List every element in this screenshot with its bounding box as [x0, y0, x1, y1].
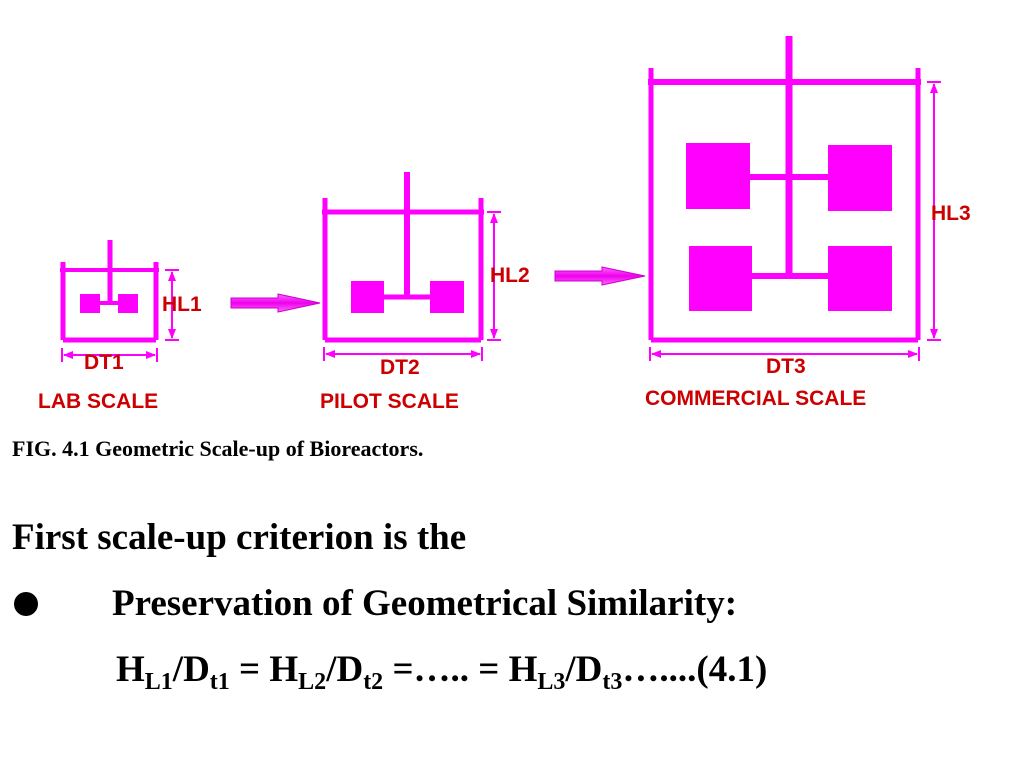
commercial-scale-label: COMMERCIAL SCALE: [645, 387, 866, 410]
dt1-dimension: [61, 348, 158, 362]
hl2-label: HL2: [490, 264, 530, 287]
eq-subscript: t3: [602, 669, 623, 695]
similarity-equation: HL1/Dt1 = HL2/Dt2 =….. = HL3/Dt3…....(4.…: [116, 648, 768, 694]
eq-subscript: L1: [144, 669, 173, 695]
eq-part: /D: [326, 649, 364, 690]
commercial-scale-vessel: [648, 36, 921, 343]
bullet-dot-icon: [14, 591, 38, 616]
figure-caption: FIG. 4.1 Geometric Scale-up of Bioreacto…: [12, 436, 424, 461]
hl2-dimension: [487, 211, 501, 341]
dt3-label: DT3: [766, 355, 806, 378]
impeller-blade: [686, 143, 750, 209]
hl1-label: HL1: [162, 293, 202, 316]
pilot-scale-label: PILOT SCALE: [320, 390, 459, 413]
hl3-dimension: [927, 81, 941, 341]
hl1-dimension: [165, 269, 179, 341]
eq-part: H: [116, 649, 145, 690]
eq-part: = H: [229, 649, 299, 690]
impeller-blade: [828, 246, 892, 311]
impeller-blade: [118, 294, 138, 313]
impeller-blade: [689, 246, 752, 311]
criterion-heading: First scale-up criterion is the: [12, 517, 467, 558]
scale-up-diagram: HL1 DT1 LAB SCALE HL2 DT2 PILOT: [38, 36, 971, 413]
pilot-scale-vessel: [322, 172, 484, 343]
bullet-item: Preservation of Geometrical Similarity:: [14, 582, 737, 625]
dt2-label: DT2: [380, 356, 420, 379]
eq-part: =….. = H: [383, 649, 538, 690]
bullet-item-text: Preservation of Geometrical Similarity:: [112, 583, 738, 624]
eq-subscript: t2: [363, 669, 384, 695]
eq-subscript: t1: [209, 669, 230, 695]
eq-part: /D: [565, 649, 603, 690]
impeller-blade: [351, 281, 384, 313]
hl3-label: HL3: [931, 202, 971, 225]
eq-subscript: L2: [298, 669, 327, 695]
eq-part: /D: [172, 649, 210, 690]
impeller-blade: [430, 281, 464, 313]
scale-arrow-2: [554, 266, 646, 286]
lab-scale-label: LAB SCALE: [38, 390, 158, 413]
dt3-dimension: [649, 347, 920, 361]
dt2-dimension: [323, 347, 483, 361]
eq-subscript: L3: [537, 669, 566, 695]
impeller-blade: [80, 294, 100, 313]
eq-part: …....(4.1): [622, 649, 768, 690]
lab-scale-vessel: [60, 240, 159, 343]
dt1-label: DT1: [84, 351, 124, 374]
impeller-blade: [828, 145, 892, 211]
scale-arrow-1: [230, 293, 321, 313]
